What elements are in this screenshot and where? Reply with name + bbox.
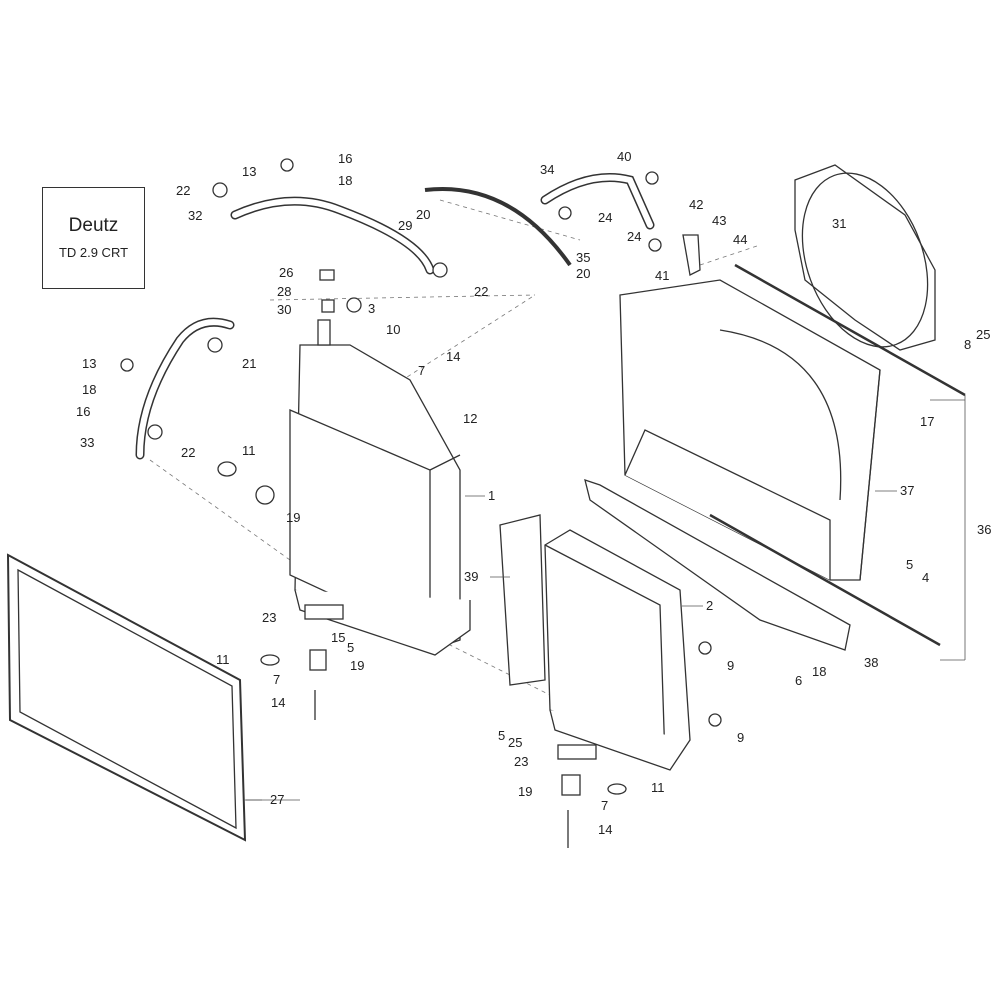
callout-33: 33	[80, 435, 95, 450]
callout-23: 23	[262, 610, 277, 625]
brand-label: Deutz	[68, 215, 119, 236]
callout-27: 27	[270, 792, 285, 807]
callout-20: 20	[416, 207, 431, 222]
callout-12: 12	[463, 411, 478, 426]
callout-9: 9	[727, 658, 735, 673]
callout-37: 37	[900, 483, 915, 498]
seal-strip	[499, 514, 546, 686]
shroud-ring	[794, 164, 936, 351]
callout-2: 2	[706, 598, 714, 613]
callout-19: 19	[518, 784, 533, 799]
callout-11: 11	[242, 443, 256, 458]
callout-24: 24	[598, 210, 613, 225]
callout-14: 14	[598, 822, 613, 837]
callout-20: 20	[576, 266, 591, 281]
callout-16: 16	[338, 151, 353, 166]
rubber-strips	[709, 263, 966, 647]
callout-11: 11	[216, 652, 230, 667]
callout-44: 44	[733, 232, 748, 247]
model-box: Deutz TD 2.9 CRT	[42, 187, 145, 289]
callout-13: 13	[82, 356, 97, 371]
callout-5: 5	[498, 728, 506, 743]
hoses-inner	[137, 174, 653, 458]
callout-30: 30	[277, 302, 292, 317]
callout-28: 28	[277, 284, 292, 299]
bracket	[584, 479, 851, 651]
callout-41: 41	[655, 268, 670, 283]
small-parts	[120, 158, 722, 848]
callout-18: 18	[812, 664, 827, 679]
callout-5: 5	[906, 557, 914, 572]
callout-22: 22	[181, 445, 196, 460]
callout-16: 16	[76, 404, 91, 419]
callout-9: 9	[737, 730, 745, 745]
callout-21: 21	[242, 356, 257, 371]
callout-1: 1	[488, 488, 496, 503]
callout-19: 19	[350, 658, 365, 673]
callout-14: 14	[271, 695, 286, 710]
leader-lines	[244, 395, 966, 801]
model-label: TD 2.9 CRT	[58, 245, 129, 260]
gasket-frame	[6, 553, 247, 842]
callout-34: 34	[540, 162, 555, 177]
callout-7: 7	[273, 672, 281, 687]
callout-5: 5	[347, 640, 355, 655]
callout-31: 31	[832, 216, 847, 231]
callout-13: 13	[242, 164, 257, 179]
callout-32: 32	[188, 208, 203, 223]
callout-25: 25	[508, 735, 523, 750]
callout-22: 22	[176, 183, 191, 198]
callout-39: 39	[464, 569, 479, 584]
callout-42: 42	[689, 197, 704, 212]
callout-18: 18	[338, 173, 353, 188]
callout-4: 4	[922, 570, 930, 585]
callout-43: 43	[712, 213, 727, 228]
intercooler	[544, 529, 691, 771]
callout-10: 10	[386, 322, 401, 337]
callout-36: 36	[977, 522, 992, 537]
callout-6: 6	[795, 673, 803, 688]
callout-24: 24	[627, 229, 642, 244]
callout-26: 26	[279, 265, 294, 280]
callout-3: 3	[368, 301, 376, 316]
callout-25: 25	[976, 327, 991, 342]
callout-14: 14	[446, 349, 461, 364]
callout-18: 18	[82, 382, 97, 397]
callout-7: 7	[418, 363, 426, 378]
callout-19: 19	[286, 510, 301, 525]
callout-40: 40	[617, 149, 632, 164]
callout-22: 22	[474, 284, 489, 299]
fan-shroud	[619, 279, 881, 581]
callout-8: 8	[964, 337, 972, 352]
radiator	[289, 319, 471, 656]
callout-23: 23	[514, 754, 529, 769]
callout-11: 11	[651, 780, 665, 795]
callout-17: 17	[920, 414, 935, 429]
callout-7: 7	[601, 798, 609, 813]
callout-35: 35	[576, 250, 591, 265]
callout-38: 38	[864, 655, 879, 670]
callout-15: 15	[331, 630, 346, 645]
bleed-hose	[424, 187, 572, 267]
callout-29: 29	[398, 218, 413, 233]
